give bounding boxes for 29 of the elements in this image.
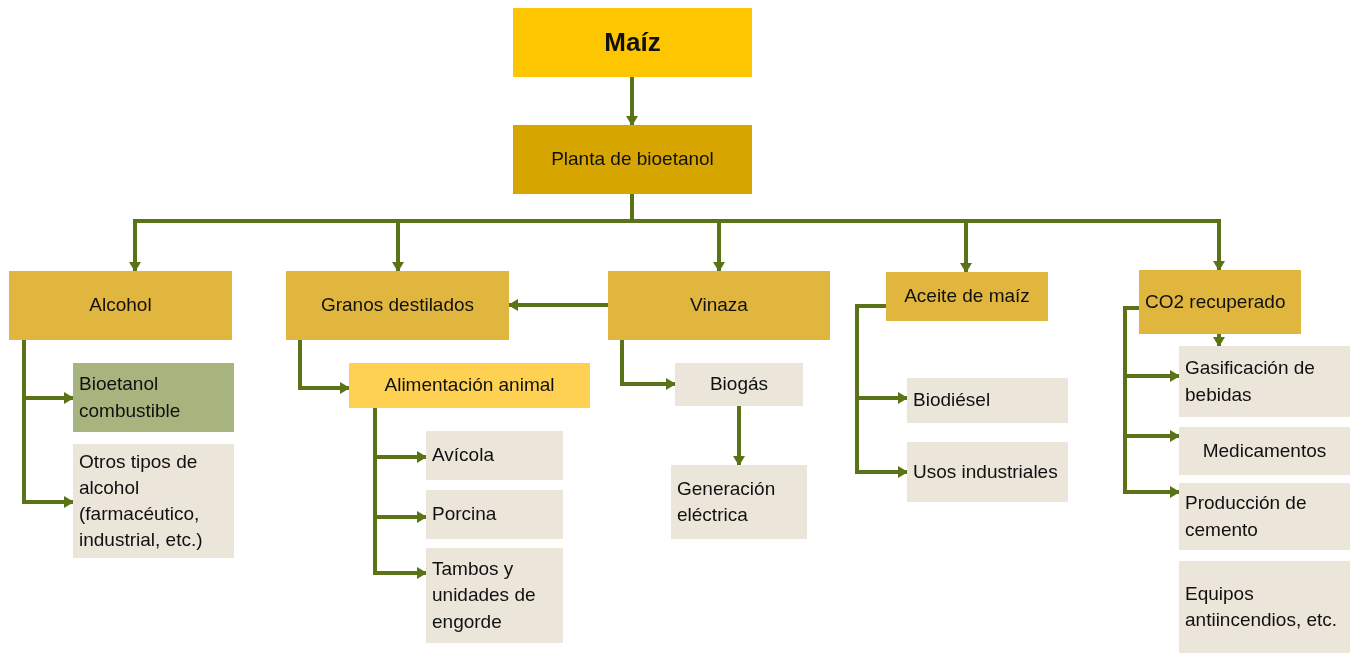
product-box: Gasificación de bebidas [1179, 346, 1350, 417]
product-box: Medicamentos [1179, 427, 1350, 475]
connector-arrow [733, 406, 745, 466]
product-box: Porcina [426, 490, 563, 539]
title-box: Maíz [513, 8, 752, 77]
process-box: Planta de bioetanol [513, 125, 752, 194]
connector-arrow [1123, 306, 1180, 498]
category-box: Granos destilados [286, 271, 509, 340]
product-box: Equipos antiincendios, etc. [1179, 561, 1350, 653]
category-box: Alcohol [9, 271, 232, 340]
product-box: Bioetanol combustible [73, 363, 234, 432]
product-box: Producción de cemento [1179, 483, 1350, 550]
product-box: Alimentación animal [349, 363, 590, 408]
connector-arrow [373, 408, 427, 579]
product-box: Biogás [675, 363, 803, 406]
product-box: Tambos y unidades de engorde [426, 548, 563, 643]
product-box: Biodiésel [907, 378, 1068, 423]
category-box: CO2 recuperado [1139, 270, 1301, 334]
connector-arrow [508, 299, 608, 311]
connector-arrow [298, 340, 350, 394]
category-box: Vinaza [608, 271, 830, 340]
product-box: Otros tipos de alcohol (farmacéutico, industrial, etc.) [73, 444, 234, 558]
connector-arrow [620, 340, 676, 390]
connector-arrow [626, 77, 638, 126]
product-box: Usos industriales [907, 442, 1068, 502]
category-box: Aceite de maíz [886, 272, 1048, 321]
product-box: Avícola [426, 431, 563, 480]
connector-arrow [1213, 334, 1225, 347]
product-box: Generación eléctrica [671, 465, 807, 539]
